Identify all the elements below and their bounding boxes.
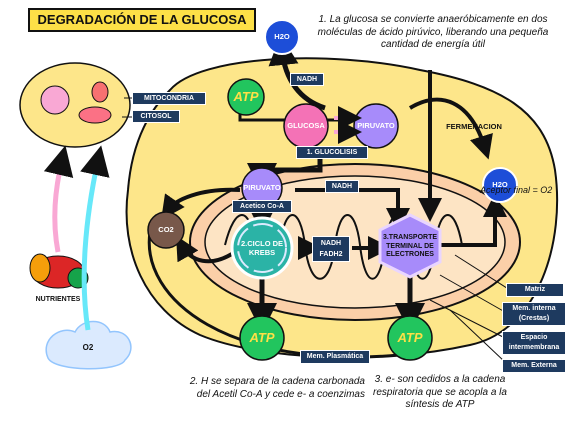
transporte-line-3: ELECTRONES bbox=[386, 251, 434, 258]
nadh-fadh-line-2: FADH2 bbox=[319, 251, 343, 258]
acetil-label: Acetico Co-A bbox=[232, 200, 292, 213]
fermenacion-label: FERMENACION bbox=[446, 122, 502, 131]
legend-mem-plasmatica: Mem. Plasmática bbox=[300, 350, 370, 364]
page-title: DEGRADACIÓN DE LA GLUCOSA bbox=[28, 8, 256, 32]
atp-bottom-left-label: ATP bbox=[249, 330, 275, 345]
h2o-right-node bbox=[482, 167, 518, 203]
note-3-line-1: 3. e- son cedidos a la cadena bbox=[374, 374, 506, 385]
transporte-node bbox=[378, 213, 442, 279]
atp-bottom-right-node bbox=[387, 315, 433, 361]
o2-cloud bbox=[45, 320, 132, 370]
note-1-line-3: cantidad de energía útil bbox=[381, 39, 485, 50]
atp-bottom-left-node bbox=[239, 315, 285, 361]
legend-espacio-line-1: Espacio bbox=[520, 334, 548, 341]
note-1: 1. La glucosa se convierte anaeróbicamen… bbox=[298, 14, 568, 52]
legend-mem-interna-line-1: Mem. interna bbox=[512, 305, 556, 312]
legend-mem-externa: Mem. Externa bbox=[502, 359, 566, 373]
krebs-node bbox=[230, 216, 294, 280]
aceptor-note: Aceptor final = O2 bbox=[480, 185, 553, 195]
mitocondria-label: MITOCONDRIA bbox=[132, 92, 206, 105]
small-cell-mitochondrion bbox=[78, 106, 112, 124]
note-3: 3. e- son cedidos a la cadena respirator… bbox=[350, 374, 530, 412]
atp-top-node bbox=[227, 78, 265, 116]
small-cell bbox=[19, 62, 131, 148]
atp-top-label: ATP bbox=[233, 89, 259, 104]
nadh-fadh-label: NADH FADH2 bbox=[312, 236, 350, 262]
nutrients-arrow bbox=[43, 145, 74, 253]
nadh-top-label: NADH bbox=[290, 73, 324, 86]
legend-espacio: Espacio intermembrana bbox=[502, 331, 566, 355]
citosol-label: CITOSOL bbox=[132, 110, 180, 123]
nadh-mid-label: NADH bbox=[325, 180, 359, 193]
note-2: 2. H se separa de la cadena carbonada de… bbox=[150, 376, 365, 401]
note-3-line-2: respiratoria que se acopla a la bbox=[373, 386, 507, 398]
glucolisis-label: 1. GLUCOLISIS bbox=[296, 146, 368, 159]
krebs-label-line-2: KREBS bbox=[248, 248, 276, 257]
small-cell-organelle bbox=[91, 81, 109, 103]
transporte-line-1: 3.TRANSPORTE bbox=[382, 234, 438, 241]
co2-node bbox=[147, 211, 185, 249]
h2o-top-node bbox=[264, 19, 300, 55]
krebs-label-line-1: 2.CICLO DE bbox=[240, 239, 284, 248]
o2-arrow bbox=[80, 145, 110, 331]
h2o-right-label: H2O bbox=[492, 180, 508, 189]
o2-label: O2 bbox=[82, 343, 94, 352]
legend-matriz: Matriz bbox=[506, 283, 564, 297]
transporte-label: 3.TRANSPORTE TERMINAL DE ELECTRONES bbox=[376, 234, 444, 260]
nadh-fadh-line-1: NADH bbox=[320, 240, 342, 247]
note-1-line-2: moléculas de ácido pirúvico, liberando u… bbox=[317, 26, 549, 38]
transporte-line-2: TERMINAL DE bbox=[386, 242, 434, 250]
nutrientes-label: NUTRIENTES bbox=[35, 296, 81, 303]
h2o-top-label: H2O bbox=[274, 32, 290, 41]
atp-bottom-right-label: ATP bbox=[397, 330, 423, 345]
legend-espacio-line-2: intermembrana bbox=[508, 344, 560, 351]
note-2-line-1: 2. H se separa de la cadena carbonada bbox=[189, 376, 365, 387]
piruvato-mid-label: PIRUVATO bbox=[243, 183, 281, 192]
note-3-line-3: síntesis de ATP bbox=[405, 399, 475, 410]
small-cell-nucleus bbox=[40, 85, 70, 115]
co2-label: CO2 bbox=[158, 225, 174, 234]
legend-mem-interna: Mem. interna (Crestas) bbox=[502, 302, 566, 326]
piruvato-top-label: PIRUVATO bbox=[357, 121, 395, 130]
note-1-line-1: 1. La glucosa se convierte anaeróbicamen… bbox=[318, 14, 548, 25]
note-2-line-2: del Acetil Co-A y cede e- a coenzimas bbox=[196, 388, 365, 400]
krebs-label: 2.CICLO DE KREBS bbox=[236, 239, 288, 257]
legend-mem-interna-line-2: (Crestas) bbox=[518, 315, 550, 322]
glucosa-label: GLUCOSA bbox=[287, 121, 325, 130]
